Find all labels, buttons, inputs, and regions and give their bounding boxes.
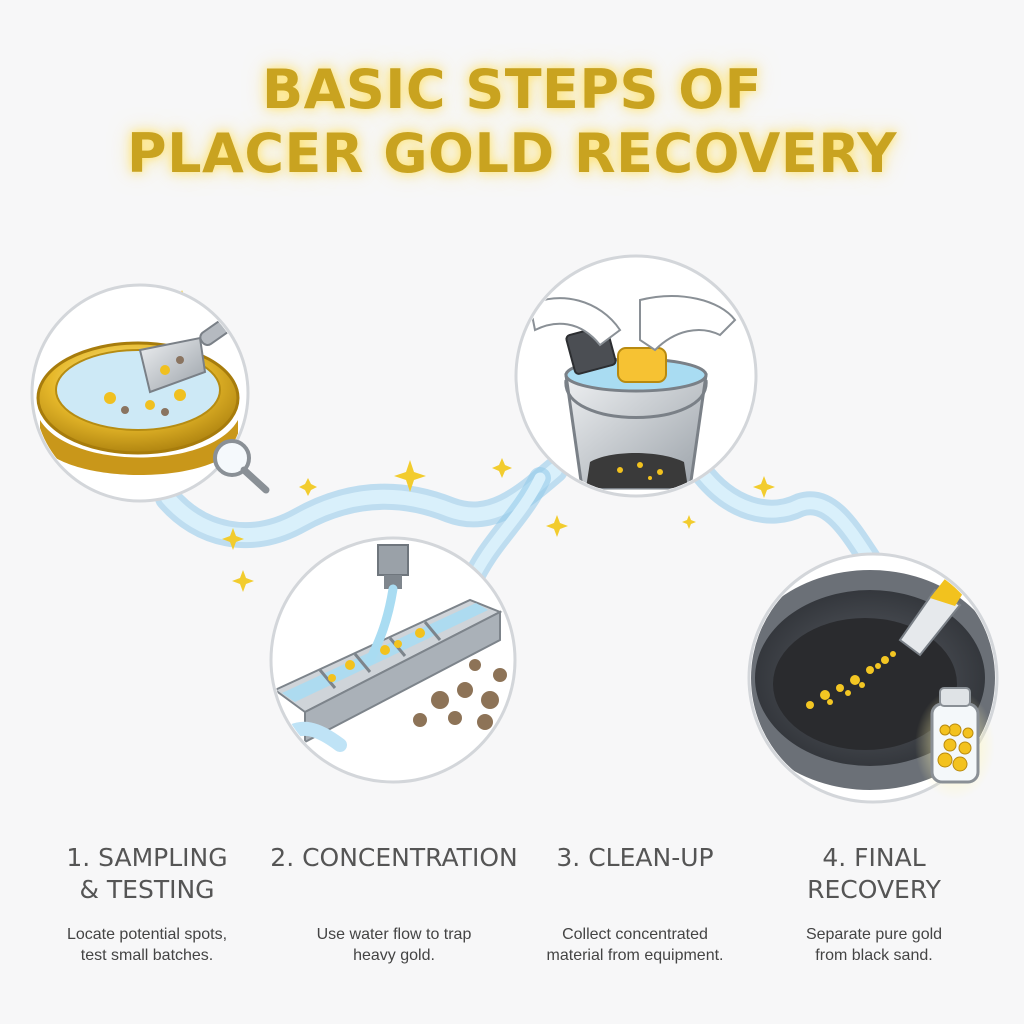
magnifier-icon [213, 439, 251, 477]
step-4-desc-line-1: Separate pure gold [805, 926, 943, 943]
step-4-illustration [747, 552, 999, 804]
title-line-1: BASIC STEPS OF [261, 58, 763, 121]
step-3-desc-line-2: material from equipment. [546, 947, 724, 964]
title-line-2: PLACER GOLD RECOVERY [127, 122, 897, 185]
step-4-label: 4. FINAL RECOVERY Separate pure gold fro… [739, 842, 1009, 966]
step-2-illustration [269, 536, 517, 784]
step-4-title-line-1: 4. FINAL [822, 843, 926, 872]
step-3-title-line-1: 3. CLEAN-UP [556, 843, 714, 872]
step-1-desc-line-2: test small batches. [80, 947, 214, 964]
step-3-label: 3. CLEAN-UP Collect concentrated materia… [500, 842, 770, 966]
step-1-illustration [30, 283, 270, 503]
step-2-desc-line-1: Use water flow to trap [316, 926, 472, 943]
step-1-desc-line-1: Locate potential spots, [66, 926, 228, 943]
step-2-title-line-1: 2. CONCENTRATION [270, 843, 518, 872]
step-4-title-line-2: RECOVERY [807, 875, 941, 904]
step-1-label: 1. SAMPLING & TESTING Locate potential s… [12, 842, 282, 966]
step-1-title-line-2: & TESTING [79, 875, 215, 904]
page-title: BASIC STEPS OF PLACER GOLD RECOVERY [0, 58, 1024, 186]
step-4-desc-line-2: from black sand. [815, 947, 933, 964]
step-3-desc-line-1: Collect concentrated [562, 926, 708, 943]
step-3-illustration [514, 254, 758, 498]
step-2-desc-line-2: heavy gold. [353, 947, 435, 964]
step-2-label: 2. CONCENTRATION Use water flow to trap … [259, 842, 529, 966]
step-1-title-line-1: 1. SAMPLING [66, 843, 228, 872]
